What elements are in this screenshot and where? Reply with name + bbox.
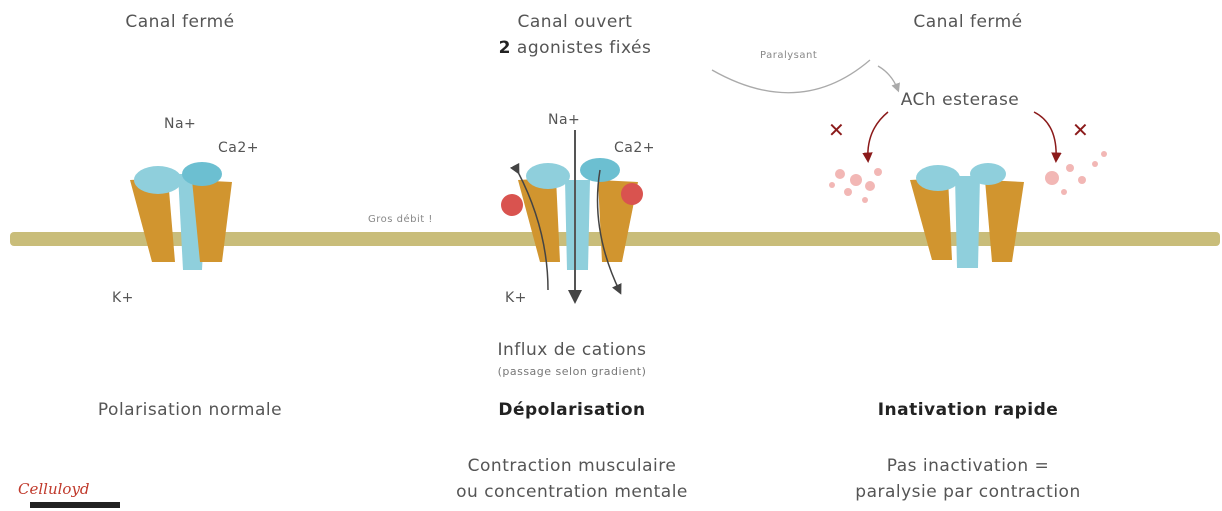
agonist-text: agonistes fixés (517, 38, 651, 58)
enzyme-label: ACh esterase (901, 90, 1020, 110)
paralysant-arrow-tip (878, 66, 898, 90)
blocked-icon-right: ✕ (1072, 118, 1089, 142)
panel3-state: Inativation rapide (878, 400, 1059, 420)
panel3-effect-line1: Pas inactivation = (887, 456, 1050, 476)
paralysant-arrow (712, 60, 870, 93)
influx-title: Influx de cations (497, 340, 646, 360)
panel2-state: Dépolarisation (498, 400, 645, 420)
panel2-effect-line2: ou concentration mentale (456, 482, 688, 502)
agonist-right (621, 183, 643, 205)
panel1-ion-k: K+ (112, 290, 134, 306)
degraded-agonist-right (1045, 151, 1107, 195)
panel1-ion-ca: Ca2+ (218, 140, 259, 156)
closed-channel-left (130, 162, 232, 270)
panel2-ion-k: K+ (505, 290, 527, 306)
agonist-left (501, 194, 523, 216)
logo-bar (30, 502, 120, 508)
panel2-effect-line1: Contraction musculaire (468, 456, 677, 476)
celluloyd-logo: Celluloyd (18, 480, 90, 498)
influx-sub: (passage selon gradient) (498, 365, 647, 378)
closed-channel-right (910, 163, 1024, 268)
panel1-header: Canal fermé (125, 12, 234, 32)
panel3-header: Canal fermé (913, 12, 1022, 32)
panel2-ion-na: Na+ (548, 112, 580, 128)
panel3-effect-line2: paralysie par contraction (855, 482, 1080, 502)
panel1-ion-na: Na+ (164, 116, 196, 132)
blocked-icon-left: ✕ (828, 118, 845, 142)
panel2-ion-ca: Ca2+ (614, 140, 655, 156)
panel1-state: Polarisation normale (98, 400, 282, 420)
agonist-count: 2 (499, 38, 511, 58)
paralysant-label: Paralysant (760, 50, 817, 61)
esterase-arrow-left (868, 112, 888, 160)
flow-label: Gros débit ! (368, 214, 433, 225)
panel2-header-line1: Canal ouvert (518, 12, 633, 32)
panel2-header-line2: 2 agonistes fixés (499, 38, 652, 58)
esterase-arrow-right (1034, 112, 1056, 160)
degraded-agonist-left (829, 168, 882, 203)
